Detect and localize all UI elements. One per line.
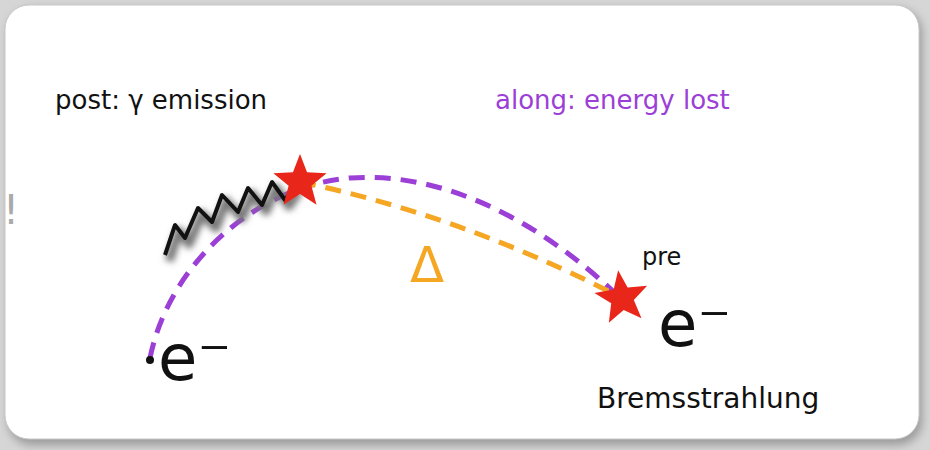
photon-shadow	[169, 188, 299, 261]
panel	[5, 5, 919, 439]
process-name: Bremsstrahlung	[597, 384, 819, 415]
particle-symbol: e⁻	[658, 292, 731, 356]
post-star	[273, 154, 326, 205]
step-symbol: Δ	[410, 240, 444, 290]
step-point-label: post: γ emission	[55, 86, 267, 115]
step-chord	[300, 182, 618, 296]
step-process-label: along: energy lost	[495, 86, 730, 115]
particle-symbol: e⁻	[158, 326, 231, 390]
star	[592, 267, 652, 325]
pre-star	[592, 267, 652, 325]
step-point-label: pre	[642, 244, 681, 270]
star	[273, 154, 326, 205]
photon-zigzag	[165, 182, 295, 255]
start-dot	[146, 356, 154, 364]
faint-mark: !	[3, 188, 19, 232]
